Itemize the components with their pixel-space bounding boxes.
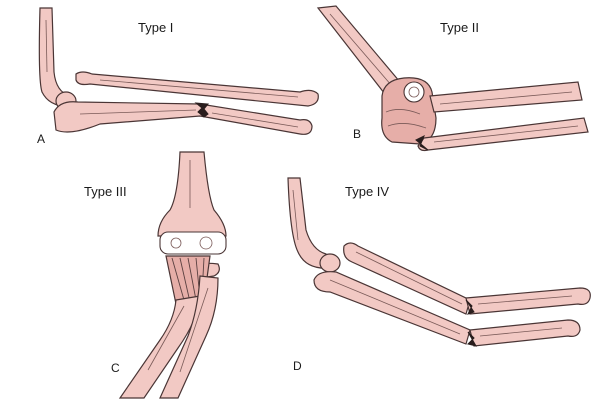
panel-type-1: Type I A xyxy=(37,7,319,146)
fracture-line xyxy=(465,299,475,315)
radial-head xyxy=(319,253,341,273)
panel-type-3-title: Type III xyxy=(84,184,127,199)
panel-type-1-letter: A xyxy=(37,132,45,146)
panel-type-2-title: Type II xyxy=(440,20,479,35)
humerus-bone xyxy=(157,151,227,237)
panel-type-3: Type III C xyxy=(84,151,227,399)
panel-type-4-title: Type IV xyxy=(345,184,389,199)
panel-type-1-title: Type I xyxy=(138,20,173,35)
radial-head-cut xyxy=(403,81,425,103)
panel-type-3-letter: C xyxy=(111,361,120,375)
ulna-bone xyxy=(53,101,313,135)
panel-type-2: Type II B xyxy=(316,5,589,152)
panel-type-4-letter: D xyxy=(293,359,302,373)
radius-bone xyxy=(159,275,219,399)
radius-bone xyxy=(429,81,583,113)
radius-distal-fragment xyxy=(465,287,591,315)
fracture-line xyxy=(467,331,478,347)
radius-bone xyxy=(75,71,319,107)
humerus-bone xyxy=(38,7,73,107)
panel-type-2-letter: B xyxy=(353,127,361,141)
articular-surface xyxy=(159,231,227,255)
humerus-bone xyxy=(287,177,331,269)
fracture-line xyxy=(415,134,429,151)
ulna-bone xyxy=(313,271,471,345)
ulna-distal-fragment xyxy=(469,319,581,347)
fracture-line xyxy=(194,102,209,118)
panel-type-4: Type IV D xyxy=(287,177,591,373)
